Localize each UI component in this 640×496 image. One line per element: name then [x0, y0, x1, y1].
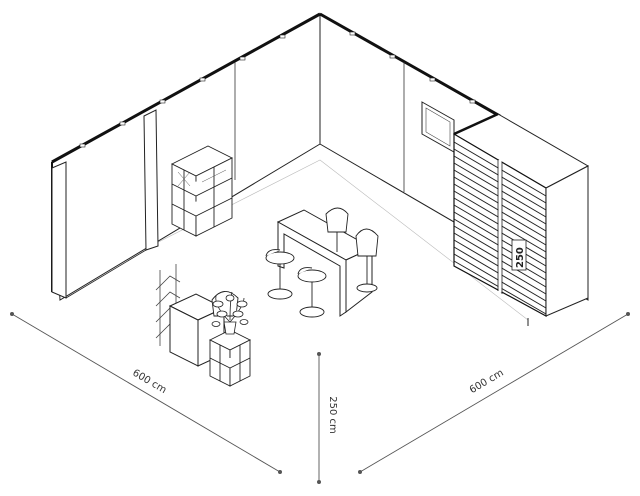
dimension-height-label: 250 cm — [327, 396, 338, 434]
bar-stool-4 — [355, 228, 379, 293]
bar-stool-3 — [325, 207, 349, 252]
spotlights-right — [349, 31, 476, 104]
height-badge: 250 — [511, 239, 527, 271]
bar-stool-2 — [297, 267, 327, 318]
plant-pedestal — [208, 329, 252, 387]
cube-shelf — [170, 145, 234, 237]
bar-stool-1 — [265, 249, 295, 300]
height-badge-label: 250 — [515, 247, 526, 268]
spotlights-left — [79, 34, 286, 148]
dimension-height: 250 cm — [317, 352, 338, 484]
bar-table — [276, 209, 374, 317]
plant-icon — [211, 291, 249, 335]
side-panel — [51, 109, 159, 299]
dimension-right: 600 cm — [358, 312, 630, 474]
storage-room — [452, 112, 590, 326]
